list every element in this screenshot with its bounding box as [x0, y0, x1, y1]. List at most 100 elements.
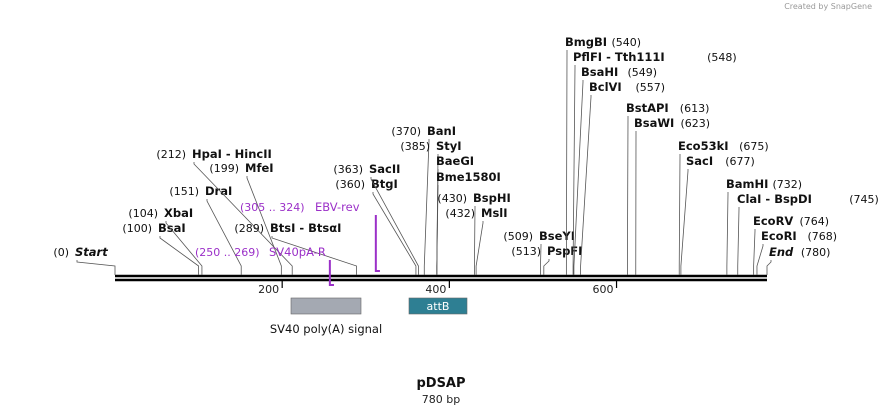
enzyme-name: BmgBI	[565, 35, 607, 49]
cut-site-leader-line	[436, 185, 439, 275]
cut-site-leader-line	[246, 176, 282, 275]
enzyme-name: DraI	[205, 184, 232, 198]
cut-site-leader-line	[475, 221, 484, 275]
cut-position: (677)	[725, 155, 755, 168]
credit-text: Created by SnapGene	[784, 2, 872, 11]
cut-position: (548)	[707, 51, 737, 64]
cut-position: (289)	[234, 222, 264, 235]
enzyme-name: Eco53kI	[678, 139, 729, 153]
enzyme-name: MfeI	[245, 161, 274, 175]
enzyme-name: PflFI - Tth111I	[573, 50, 665, 64]
snapgene-logo-text: SnapGene	[830, 2, 872, 11]
cut-site-leader-line	[726, 192, 729, 275]
cut-site-leader-line	[271, 236, 357, 275]
cut-site-leader-line	[370, 177, 419, 275]
enzyme-name: Start	[75, 245, 108, 259]
enzyme-name: BsaHI	[581, 65, 618, 79]
enzyme-name: BtgI	[371, 177, 398, 191]
feature-bar-sv40-polya	[290, 297, 362, 315]
enzyme-name: BseYI	[539, 229, 575, 243]
plasmid-name: pDSAP	[416, 376, 466, 391]
enzyme-name: BclVI	[589, 80, 622, 94]
primer-label: EBV-rev	[315, 200, 360, 214]
enzyme-name: XbaI	[164, 206, 193, 220]
cut-position: (613)	[680, 102, 710, 115]
cut-position: (623)	[681, 117, 711, 130]
enzyme-name: BanI	[427, 124, 456, 138]
cut-site-leader-line	[165, 221, 203, 275]
enzyme-name: Bme1580I	[436, 170, 501, 184]
enzyme-name: MslI	[481, 206, 508, 220]
cut-site-leader-line	[627, 116, 629, 275]
primer-range: (305 .. 324)	[240, 201, 305, 214]
cut-site-leader-line	[372, 192, 417, 275]
ruler-tick-label: 600	[593, 283, 614, 296]
cut-position: (780)	[801, 246, 831, 259]
enzyme-name: SacII	[369, 162, 400, 176]
ruler-tick-label: 400	[425, 283, 446, 296]
cut-site-leader-line	[753, 229, 756, 275]
ruler-tick-label: 200	[258, 283, 279, 296]
cut-site-leader-line	[159, 236, 199, 275]
cut-position: (732)	[773, 178, 803, 191]
cut-position: (212)	[156, 148, 186, 161]
feature-inside-label: attB	[427, 300, 450, 313]
cut-site-leader-line	[573, 80, 584, 275]
primer-arrow-ebv-rev	[374, 215, 380, 272]
cut-position: (675)	[739, 140, 769, 153]
cut-position: (432)	[445, 207, 475, 220]
enzyme-name: End	[769, 245, 794, 259]
cut-site-leader-line	[756, 244, 764, 275]
cut-site-leader-line	[474, 206, 476, 275]
feature-label: SV40 poly(A) signal	[270, 322, 382, 336]
cut-position: (540)	[612, 36, 642, 49]
cut-position: (764)	[800, 215, 830, 228]
enzyme-name: BstAPI	[626, 101, 669, 115]
cut-position: (509)	[503, 230, 533, 243]
cut-site-leader-line	[540, 244, 542, 275]
cut-site-leader-line	[206, 199, 242, 275]
cut-site-leader-line	[193, 162, 293, 275]
cut-position: (745)	[849, 193, 879, 206]
cut-site-leader-line	[543, 259, 550, 275]
cut-position: (100)	[122, 222, 152, 235]
credit-prefix: Created by	[784, 2, 829, 11]
enzyme-name: PspFI	[547, 244, 582, 258]
feature-bar-attb	[408, 297, 468, 315]
enzyme-name: EcoRV	[753, 214, 793, 228]
enzyme-name: BsaI	[158, 221, 186, 235]
cut-site-leader-line	[423, 139, 430, 275]
cut-site-leader-line	[565, 50, 568, 275]
cut-site-leader-line	[766, 260, 772, 275]
cut-position: (370)	[391, 125, 421, 138]
enzyme-name: StyI	[436, 139, 462, 153]
enzyme-name: BspHI	[473, 191, 511, 205]
enzyme-name: EcoRI	[761, 229, 797, 243]
cut-position: (363)	[333, 163, 363, 176]
cut-position: (549)	[628, 66, 658, 79]
cut-position: (513)	[511, 245, 541, 258]
enzyme-name: SacI	[686, 154, 713, 168]
cut-site-leader-line	[678, 154, 681, 275]
primer-label: SV40pA-R	[269, 245, 326, 259]
cut-site-leader-line	[76, 260, 116, 275]
primer-arrow-sv40pa-r	[328, 260, 334, 286]
cut-site-leader-line	[737, 207, 740, 275]
enzyme-name: BtsI - BtsαI	[270, 221, 341, 235]
enzyme-name: BsaWI	[634, 116, 674, 130]
enzyme-name: ClaI - BspDI	[737, 192, 812, 206]
enzyme-name: BaeGI	[436, 154, 474, 168]
cut-position: (360)	[335, 178, 365, 191]
enzyme-name: HpaI - HincII	[192, 147, 272, 161]
cut-position: (104)	[128, 207, 158, 220]
cut-site-leader-line	[680, 169, 689, 275]
cut-position: (0)	[53, 246, 69, 259]
primer-range: (250 .. 269)	[195, 246, 260, 259]
plasmid-length: 780 bp	[421, 393, 461, 406]
cut-site-leader-line	[580, 95, 592, 275]
cut-position: (430)	[437, 192, 467, 205]
cut-site-leader-line	[572, 65, 576, 275]
cut-position: (768)	[808, 230, 838, 243]
cut-position: (151)	[169, 185, 199, 198]
